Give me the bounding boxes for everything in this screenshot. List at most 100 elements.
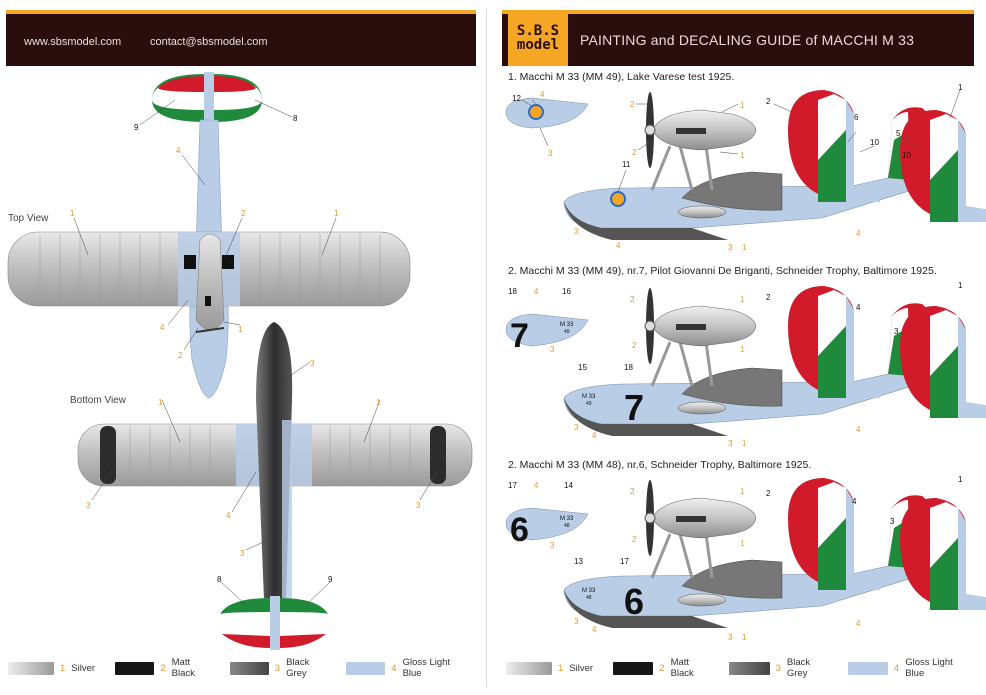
- scheme-3-profile: 6 M 33 48 6 M 33 48: [505, 478, 986, 630]
- r-callout-2: 2: [630, 100, 635, 109]
- tail-tricolour-bottom: [218, 596, 330, 650]
- r-callout-1c: 1: [742, 243, 747, 252]
- r-callout-1h: 1: [740, 539, 745, 548]
- profiles-drawing: 7 M 33 49 7 M 33 49 6 M 33 48 6 M 33 48: [505, 83, 986, 642]
- callout-4: 4: [176, 146, 181, 155]
- r-callout-17: 17: [508, 481, 517, 490]
- callout-3b: 3: [86, 501, 91, 510]
- guide-title: PAINTING and DECALING GUIDE of MACCHI M …: [580, 32, 915, 48]
- r-callout-6: 6: [854, 113, 859, 122]
- r-callout-3d: 3: [550, 345, 555, 354]
- callout-4b: 4: [160, 323, 165, 332]
- callout-1: 1: [70, 209, 75, 218]
- bottom-view: [77, 322, 473, 650]
- r-callout-1k2: 1: [958, 281, 963, 290]
- callout-2b: 2: [178, 351, 183, 360]
- r-callout-14: 14: [564, 481, 573, 490]
- serial-sub-small-2: 48: [564, 523, 570, 529]
- r-callout-2k3: 2: [766, 489, 771, 498]
- r-callout-2b: 2: [632, 148, 637, 157]
- engine-nacelle-top: [195, 233, 225, 331]
- r-callout-4d: 4: [534, 287, 539, 296]
- r-callout-4c: 4: [856, 229, 861, 238]
- insignia-icon: [528, 104, 544, 120]
- callout-3d: 3: [240, 549, 245, 558]
- r-callout-3c: 3: [728, 243, 733, 252]
- r-callout-3: 3: [548, 149, 553, 158]
- top-view-label: Top View: [8, 213, 49, 224]
- r-callout-3e: 3: [574, 423, 579, 432]
- r-callout-3f: 3: [728, 439, 733, 448]
- right-header: S.B.S model PAINTING and DECALING GUIDE …: [502, 10, 974, 66]
- r-callout-1i: 1: [742, 633, 747, 642]
- left-page: www.sbsmodel.com contact@sbsmodel.com To…: [0, 0, 482, 695]
- r-callout-4k: 4: [856, 303, 861, 312]
- serial-small-2: M 33: [560, 516, 574, 522]
- serial-sub: 49: [586, 401, 592, 407]
- r-callout-3k: 3: [894, 327, 899, 336]
- callout-9b: 9: [328, 575, 333, 584]
- callout-3: 3: [310, 359, 315, 368]
- sbs-logo: S.B.S model: [508, 10, 568, 66]
- callout-2: 2: [241, 209, 246, 218]
- race-number-6: 6: [624, 581, 644, 622]
- callout-3c: 3: [416, 501, 421, 510]
- scheme-1-title: 1. Macchi M 33 (MM 49), Lake Varese test…: [508, 71, 735, 83]
- email-link[interactable]: contact@sbsmodel.com: [150, 36, 268, 48]
- r-callout-1d: 1: [740, 295, 745, 304]
- r-callout-1: 1: [740, 101, 745, 110]
- callout-4c: 4: [226, 511, 231, 520]
- r-callout-2k2: 2: [766, 293, 771, 302]
- callout-8: 8: [293, 114, 298, 123]
- callout-9: 9: [134, 123, 139, 132]
- scheme-3-title: 2. Macchi M 33 (MM 48), nr.6, Schneider …: [508, 459, 812, 471]
- scheme-1-profile: [505, 90, 986, 242]
- r-callout-2c: 2: [630, 295, 635, 304]
- r-callout-1k3: 1: [958, 475, 963, 484]
- r-callout-1b: 1: [740, 151, 745, 160]
- serial-sub-small: 49: [564, 329, 570, 335]
- r-callout-4h: 4: [592, 625, 597, 634]
- plan-views-drawing: 9 8 4 2 1 1 4 1 2 3 1 1 3 3 4 3 8 9: [7, 72, 473, 650]
- r-callout-3h: 3: [574, 617, 579, 626]
- serial-small: M 33: [560, 322, 574, 328]
- logo-text-top: S.B.S: [516, 23, 560, 39]
- r-callout-1f: 1: [742, 439, 747, 448]
- serial: M 33: [582, 394, 596, 400]
- race-number-7: 7: [624, 387, 644, 428]
- race-number-6-small: 6: [510, 511, 529, 549]
- r-callout-5: 5: [896, 129, 901, 138]
- r-callout-3g: 3: [550, 541, 555, 550]
- tail-tricolour-top: [152, 72, 262, 122]
- callout-1d: 1: [158, 398, 163, 407]
- scheme-2-title: 2. Macchi M 33 (MM 49), nr.7, Pilot Giov…: [508, 265, 937, 277]
- r-callout-1k: 1: [958, 83, 963, 92]
- website-link[interactable]: www.sbsmodel.com: [24, 36, 122, 48]
- r-callout-1e: 1: [740, 345, 745, 354]
- r-callout-4: 4: [540, 90, 545, 99]
- r-callout-1g: 1: [740, 487, 745, 496]
- r-callout-2d: 2: [632, 341, 637, 350]
- callout-1b: 1: [334, 209, 339, 218]
- r-callout-3k2: 3: [890, 517, 895, 526]
- logo-text-bottom: model: [516, 37, 560, 53]
- callout-1c: 1: [238, 325, 243, 334]
- r-callout-2k: 2: [766, 97, 771, 106]
- r-callout-17b: 17: [620, 557, 629, 566]
- r-callout-18b: 18: [624, 363, 633, 372]
- r-callout-3b: 3: [574, 227, 579, 236]
- page-gutter: [482, 0, 492, 695]
- r-callout-4e: 4: [592, 431, 597, 440]
- left-header: www.sbsmodel.com contact@sbsmodel.com: [6, 10, 476, 66]
- r-callout-13: 13: [574, 557, 583, 566]
- callout-8b: 8: [217, 575, 222, 584]
- r-callout-18: 18: [508, 287, 517, 296]
- r-callout-4i: 4: [856, 619, 861, 628]
